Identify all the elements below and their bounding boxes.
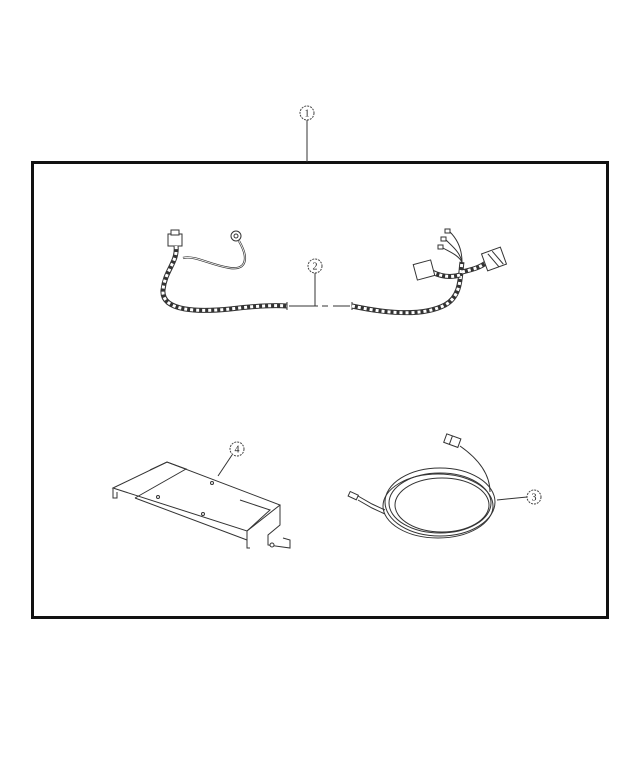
callout-1: 1 [299,105,315,162]
svg-text:1: 1 [305,109,310,120]
svg-text:3: 3 [532,493,537,504]
svg-text:2: 2 [313,262,318,273]
callout-2: 2 [307,258,323,306]
diagram-frame [31,161,609,619]
mounting-bracket [111,461,291,549]
callout-3: 3 [496,489,542,505]
wiring-harness [160,228,508,316]
svg-text:4: 4 [235,445,240,456]
cable-coil [347,433,496,539]
callout-4: 4 [217,441,245,477]
